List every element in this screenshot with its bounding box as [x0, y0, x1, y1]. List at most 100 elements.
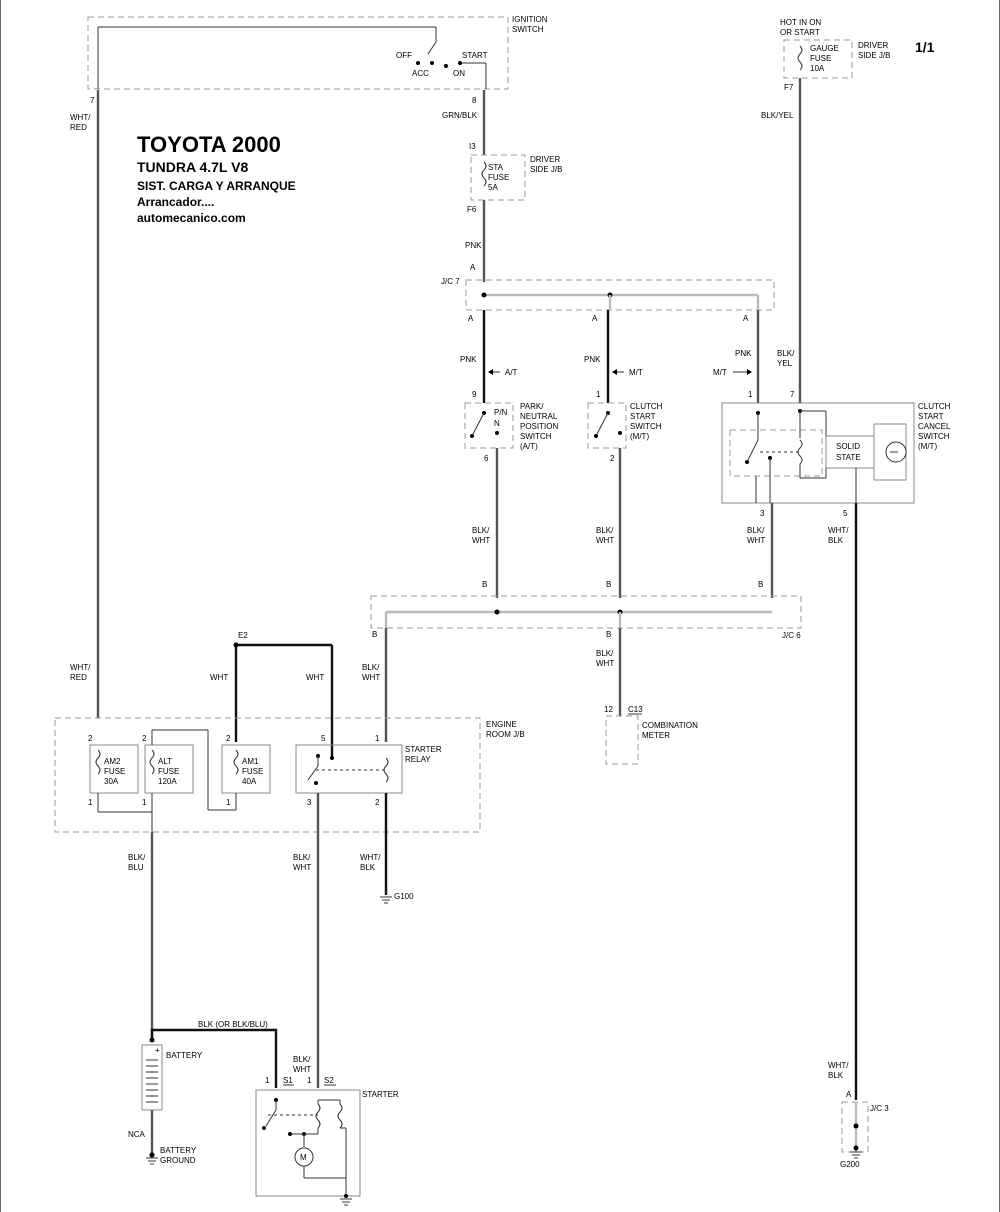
- pin-jc3-a: A: [846, 1090, 852, 1099]
- pin-jc6-b3: B: [758, 580, 763, 589]
- wire-label-pnk-main: PNK: [465, 241, 482, 250]
- wire-label-pnk-cancel: PNK: [735, 349, 752, 358]
- pin-clutch-1: 1: [596, 390, 601, 399]
- battery-ground-symbol: [146, 1157, 158, 1165]
- clutch-switch-label-4: (M/T): [630, 432, 649, 441]
- sta-fuse-label-1: STA: [488, 163, 504, 172]
- solid-state-label-1: SOLID: [836, 442, 860, 451]
- pn-letters-1: P/N: [494, 408, 508, 417]
- am2-label-2: FUSE: [104, 767, 125, 776]
- am1-label-1: AM1: [242, 757, 259, 766]
- wire-label-blkwht-meter-2: WHT: [596, 659, 614, 668]
- gauge-fuse-label-3: 10A: [810, 64, 825, 73]
- wire-label-whtblk-top-1: WHT/: [828, 526, 849, 535]
- engine-jb-label-2: ROOM J/B: [486, 730, 525, 739]
- am2-label-1: AM2: [104, 757, 121, 766]
- wire-label-blkwht-cancel-1: BLK/: [747, 526, 765, 535]
- battery: +: [141, 1044, 163, 1111]
- wire-label-whtblk-g100-2: BLK: [360, 863, 376, 872]
- pin-cancel-3: 3: [760, 509, 765, 518]
- starter-motor-assembly: M: [255, 1089, 361, 1206]
- combination-meter: [605, 715, 639, 765]
- clutch-start-cancel-switch: SOLID STATE: [721, 402, 915, 504]
- wire-label-blk-or-blkblu: BLK (OR BLK/BLU): [198, 1020, 268, 1029]
- pin-pn-9: 9: [472, 390, 477, 399]
- gauge-fuse-label-1: GAUGE: [810, 44, 839, 53]
- cancel-switch-label-4: SWITCH: [918, 432, 950, 441]
- title-model: TUNDRA 4.7L V8: [137, 159, 248, 175]
- am1-fuse: AM1 FUSE 40A: [221, 744, 271, 794]
- wire-label-blkwht-meter-1: BLK/: [596, 649, 614, 658]
- gauge-fuse: GAUGE FUSE 10A: [783, 39, 853, 79]
- jc7-label: J/C 7: [441, 277, 460, 286]
- wire-label-wht-red-top-2: RED: [70, 123, 87, 132]
- driver-jb-top-label-2: SIDE J/B: [858, 51, 890, 60]
- svg-text:N: N: [494, 419, 500, 428]
- wire-label-pnk-mt: PNK: [584, 355, 601, 364]
- pin-jc7-out-a2: A: [592, 314, 598, 323]
- battery-ground-label-2: GROUND: [160, 1156, 196, 1165]
- gauge-fuse-label-2: FUSE: [810, 54, 831, 63]
- pn-switch-label-5: (A/T): [520, 442, 538, 451]
- clutch-switch-label-1: CLUTCH: [630, 402, 663, 411]
- starter-relay-label-1: STARTER: [405, 745, 442, 754]
- pin-jc6-out-b2: B: [606, 630, 611, 639]
- alt-label-1: ALT: [158, 757, 172, 766]
- pin-jc7-in-a: A: [470, 263, 476, 272]
- pin-jc6-b2: B: [606, 580, 611, 589]
- pn-switch-label-2: NEUTRAL: [520, 412, 558, 421]
- motor-label: M: [300, 1153, 307, 1162]
- am1-label-3: 40A: [242, 777, 257, 786]
- wire-label-blkwht-cl-1: BLK/: [596, 526, 614, 535]
- pn-switch-label-1: PARK/: [520, 402, 544, 411]
- pin-am2-2: 2: [88, 734, 93, 743]
- ign-start-label: START: [462, 51, 488, 60]
- wire-label-whtblk-g100-1: WHT/: [360, 853, 381, 862]
- pin-relay-3: 3: [307, 798, 312, 807]
- sta-fuse: STA FUSE 5A: [470, 154, 526, 201]
- ign-acc-label: ACC: [412, 69, 429, 78]
- pn-switch-label-3: POSITION: [520, 422, 558, 431]
- engine-room-jb: [54, 717, 481, 833]
- pn-switch-label-4: SWITCH: [520, 432, 552, 441]
- wire-label-blk-yel: BLK/YEL: [761, 111, 794, 120]
- clutch-switch-label-3: SWITCH: [630, 422, 662, 431]
- s2-label: S2: [324, 1076, 334, 1085]
- wire-label-wht-relay: WHT: [306, 673, 324, 682]
- wire-label-blk-blu-2: BLU: [128, 863, 144, 872]
- title-make-year: TOYOTA 2000: [137, 132, 281, 157]
- pin-jc7-out-a3: A: [743, 314, 749, 323]
- svg-text:+: +: [155, 1046, 160, 1055]
- clutch-switch-label-2: START: [630, 412, 656, 421]
- pin-alt-2: 2: [142, 734, 147, 743]
- cancel-switch-label-1: CLUTCH: [918, 402, 951, 411]
- nca-label: NCA: [128, 1130, 146, 1139]
- wire-label-wht-red-bot-2: RED: [70, 673, 87, 682]
- pin-i3: I3: [469, 142, 476, 151]
- wire-label-pnk-at: PNK: [460, 355, 477, 364]
- wire-label-grn-blk: GRN/BLK: [442, 111, 478, 120]
- wire-label-blkwht-cancel-2: WHT: [747, 536, 765, 545]
- wire-label-blk-yel-split-1: BLK/: [777, 349, 795, 358]
- page-number: 1/1: [915, 39, 935, 55]
- junction-connector-jc6: [370, 595, 802, 629]
- combination-meter-label-2: METER: [642, 731, 670, 740]
- pin-jc6-b1: B: [482, 580, 487, 589]
- wire-blk-or-blk-blu: [150, 1028, 278, 1088]
- wire-label-blkwht-relay-2: WHT: [362, 673, 380, 682]
- wire-label-whtblk-bot-2: BLK: [828, 1071, 844, 1080]
- wire-label-blk-blu-1: BLK/: [128, 853, 146, 862]
- combination-meter-label-1: COMBINATION: [642, 721, 698, 730]
- park-neutral-switch: P/N N: [464, 402, 514, 449]
- pin-am2-1: 1: [88, 798, 93, 807]
- pin-cancel-5: 5: [843, 509, 848, 518]
- hot-in-label-2: OR START: [780, 28, 820, 37]
- starter-relay-label-2: RELAY: [405, 755, 431, 764]
- wire-label-blkwht-s2-2: WHT: [293, 1065, 311, 1074]
- junction-connector-jc3: [841, 1101, 869, 1159]
- pin-pn-6: 6: [484, 454, 489, 463]
- sta-fuse-label-3: 5A: [488, 183, 498, 192]
- pin-f7: F7: [784, 83, 794, 92]
- engine-jb-label-1: ENGINE: [486, 720, 517, 729]
- g200-label: G200: [840, 1160, 860, 1169]
